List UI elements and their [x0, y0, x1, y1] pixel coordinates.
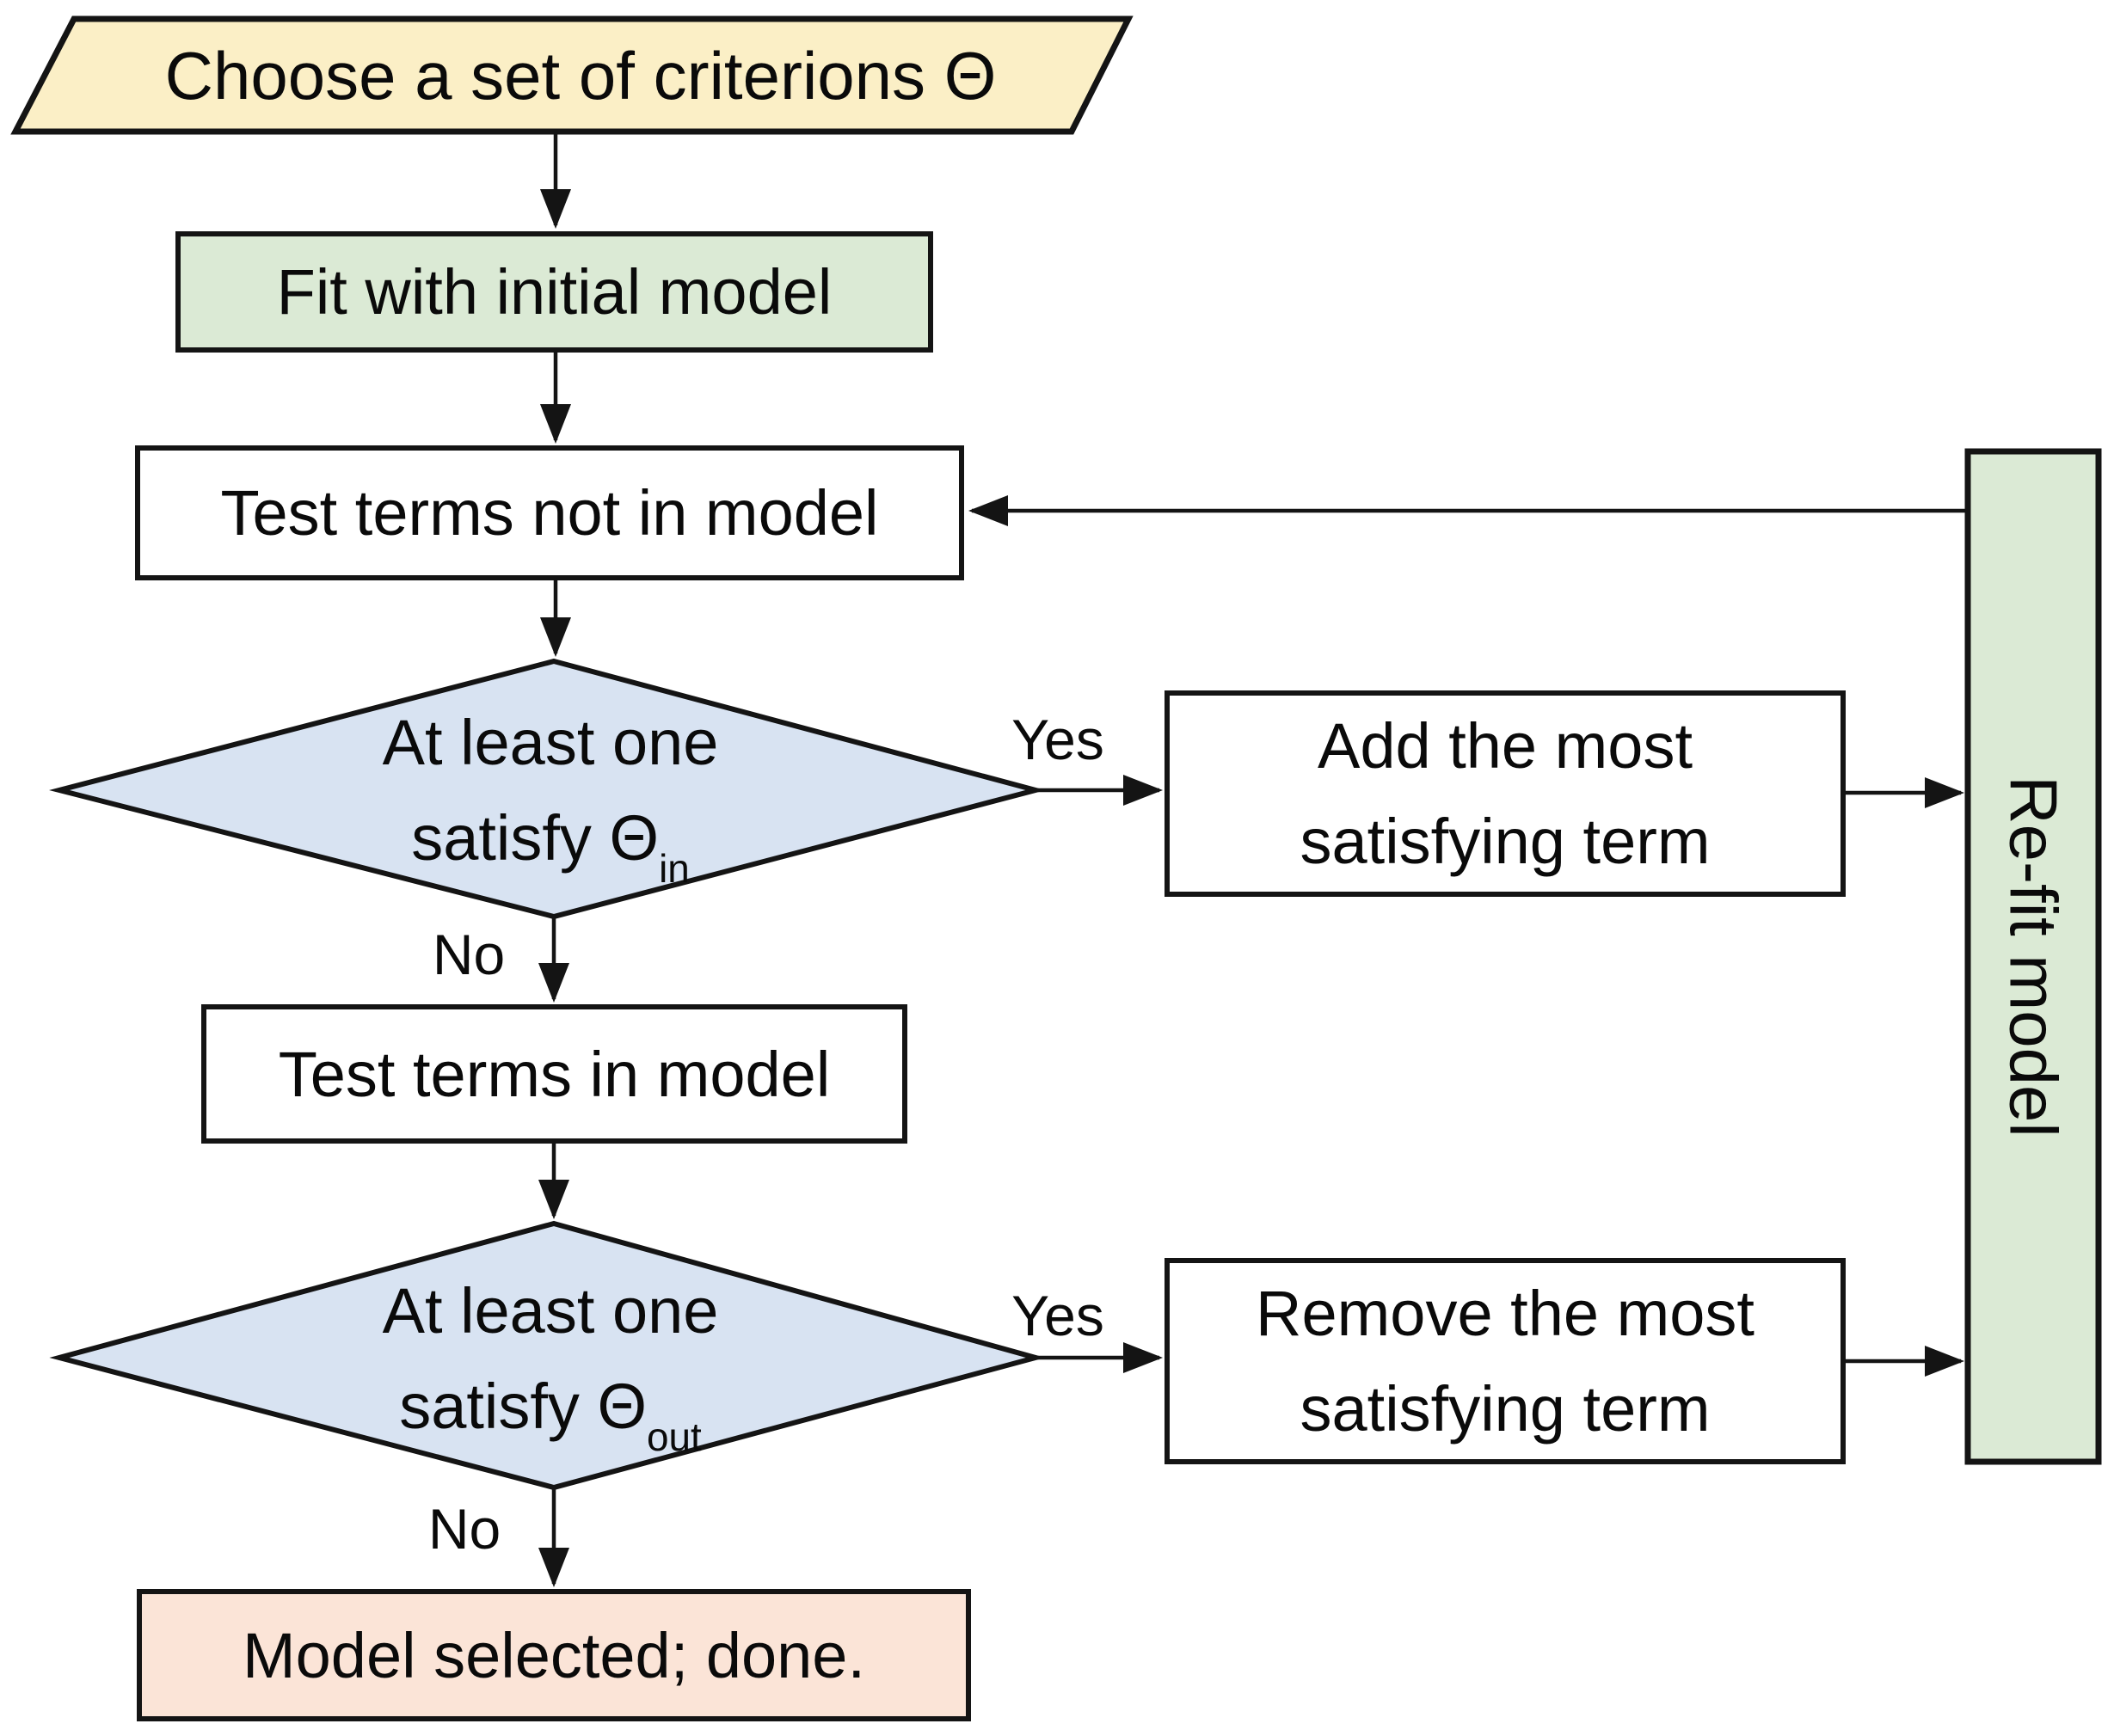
decision-out-shape: [49, 1220, 1046, 1491]
decision-in-line2: satisfy Θin: [411, 802, 690, 891]
edge-label-no-out: No: [427, 1496, 501, 1561]
refit-model-label: Re-fit model: [1968, 451, 2099, 1462]
remove-term-shape: [1165, 1258, 1846, 1464]
fit-initial-shape: [175, 231, 933, 353]
remove-term-label: Remove the most satisfying term: [1170, 1264, 1841, 1458]
done-shape: [137, 1589, 971, 1721]
add-term-shape: [1165, 690, 1846, 897]
decision-out-line2: satisfy Θout: [399, 1371, 702, 1459]
decision-in-line1: At least one: [382, 707, 719, 778]
test-not-in-label: Test terms not in model: [220, 477, 879, 549]
remove-term-line2: satisfying term: [1300, 1373, 1711, 1445]
edge-label-yes-out: Yes: [1011, 1283, 1104, 1347]
choose-criteria-shape: [10, 15, 1134, 135]
test-not-in-shape: [135, 445, 964, 580]
refit-model-text: Re-fit model: [1995, 776, 2072, 1138]
add-term-label: Add the most satisfying term: [1170, 696, 1841, 891]
refit-bar-shape: [1964, 448, 2102, 1465]
fit-initial-label: Fit with initial model: [276, 256, 833, 328]
decision-in-shape: [49, 658, 1046, 920]
decision-out-label: At least one satisfy Θout: [103, 1246, 998, 1471]
edge-label-yes-in: Yes: [1011, 707, 1104, 771]
done-label: Model selected; done.: [242, 1619, 866, 1691]
decision-out-line1: At least one: [382, 1275, 719, 1346]
add-term-line2: satisfying term: [1300, 806, 1711, 877]
test-in-shape: [201, 1004, 907, 1144]
decision-in-label: At least one satisfy Θin: [103, 678, 998, 902]
test-in-label: Test terms in model: [278, 1038, 831, 1110]
decision-in-subscript: in: [659, 845, 690, 891]
edge-label-no-in: No: [432, 922, 506, 986]
choose-criteria-label: Choose a set of criterions Θ: [164, 37, 997, 113]
decision-out-subscript: out: [647, 1414, 702, 1459]
remove-term-line1: Remove the most: [1256, 1278, 1754, 1349]
add-term-line1: Add the most: [1317, 710, 1693, 782]
